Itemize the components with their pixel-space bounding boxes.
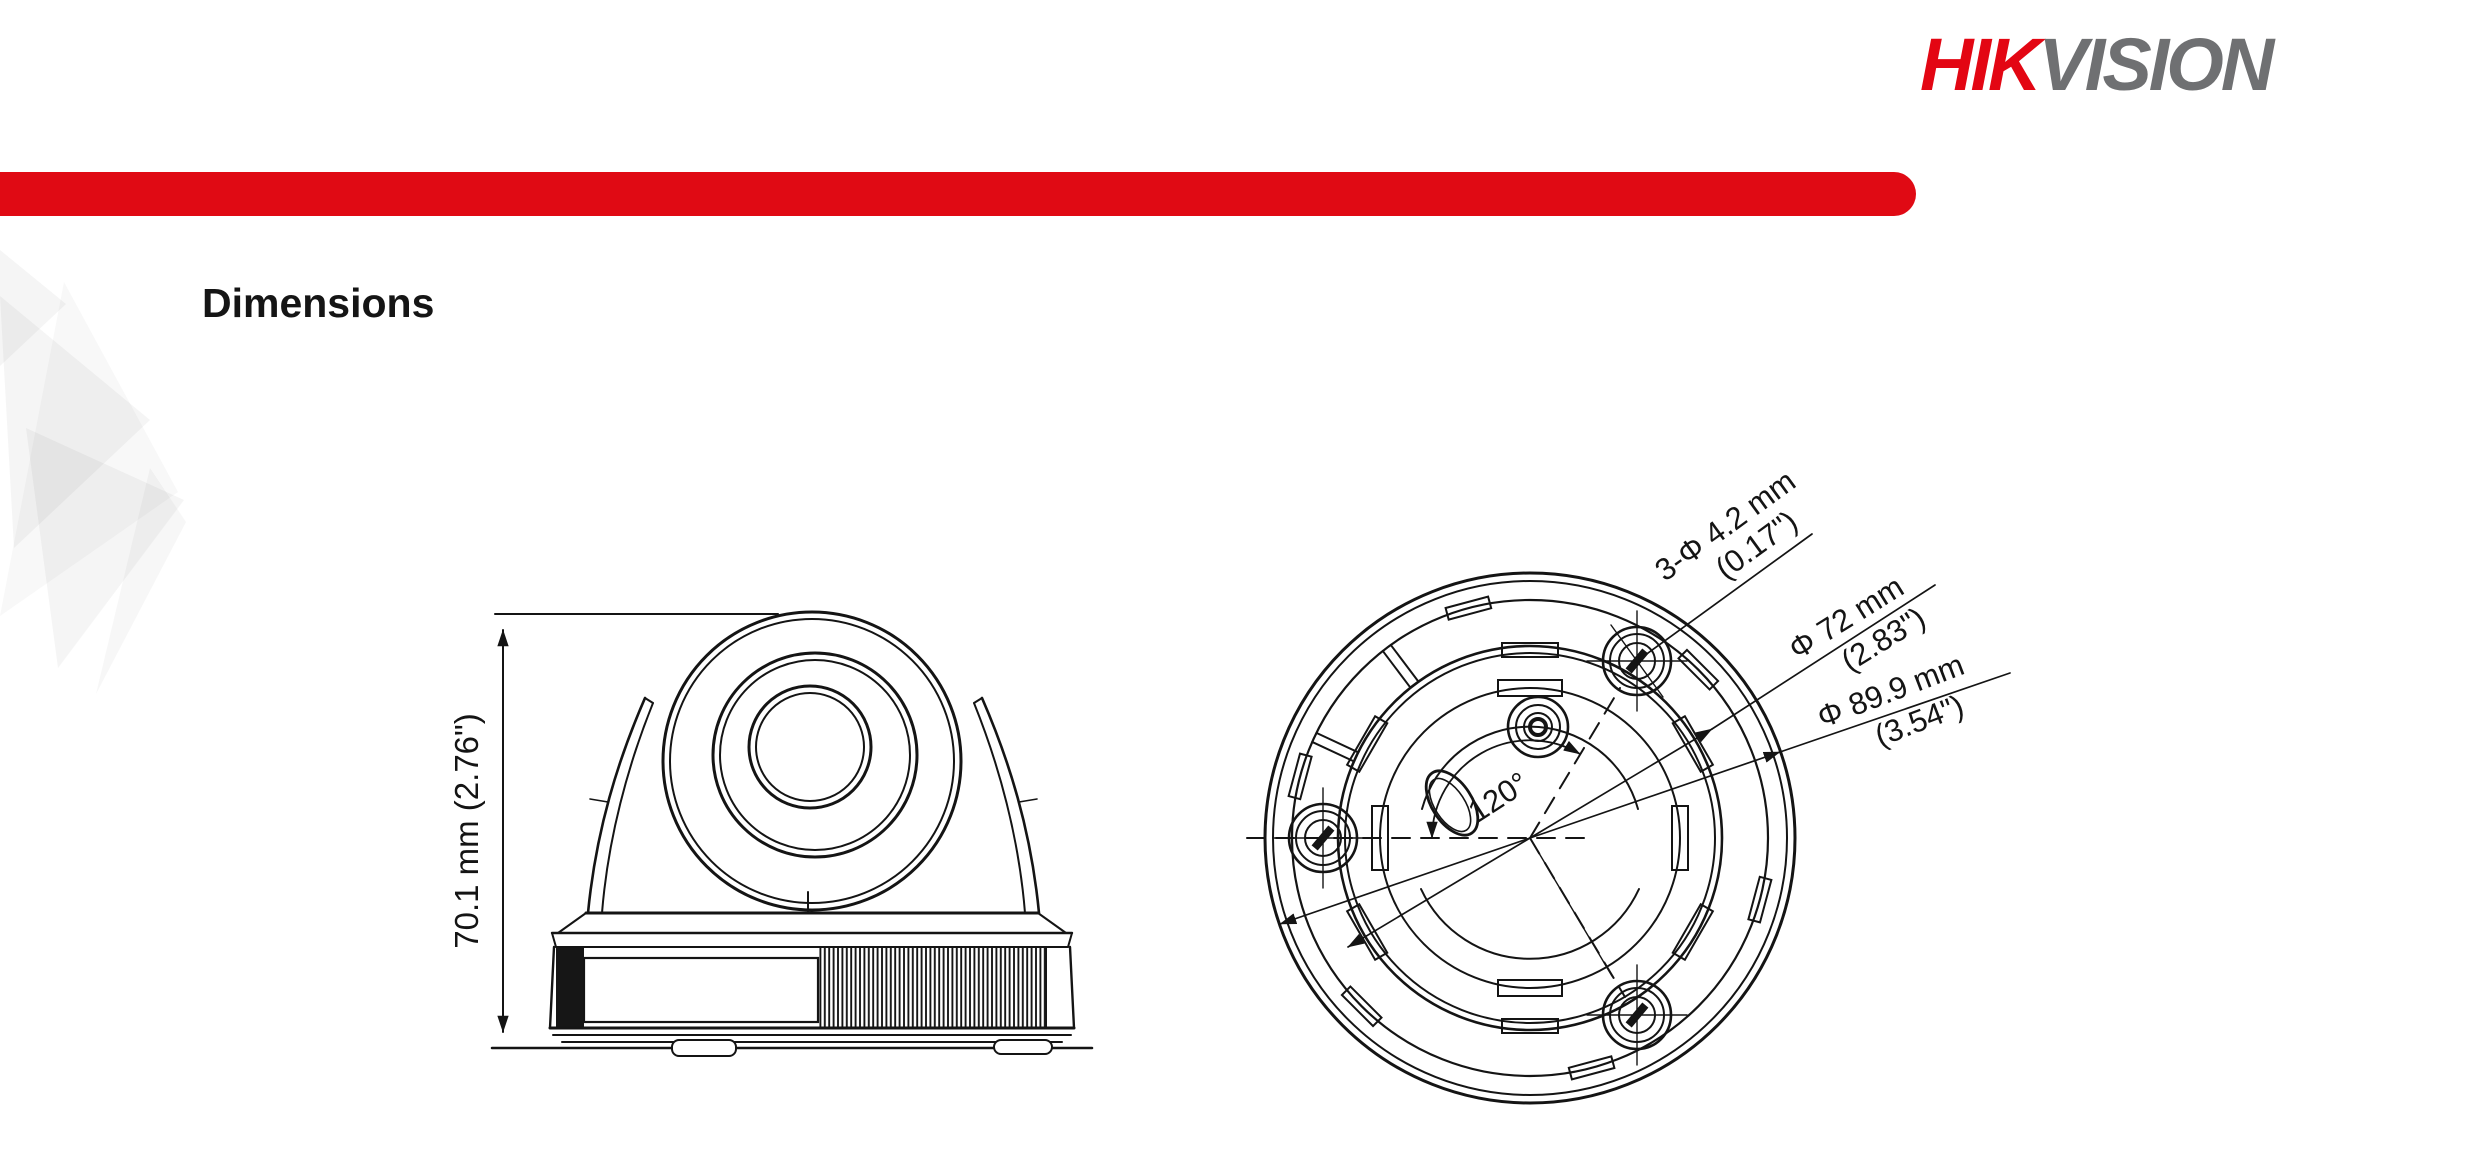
bottom-view-diagram: 120° 3-Φ 4.2 mm (0.17") Φ 72 mm (2.83") … xyxy=(1246,463,2011,1105)
outer-diameter-annotation: Φ 89.9 mm (3.54") xyxy=(1813,647,1969,753)
screw-hole-annotation: 3-Φ 4.2 mm (0.17") xyxy=(1648,463,1804,588)
left-foot xyxy=(671,1039,737,1057)
base-dark-block xyxy=(556,947,584,1028)
dome-outline xyxy=(661,610,963,912)
screw-hole-bottom xyxy=(1585,963,1689,1067)
knurled-ring xyxy=(818,947,1046,1028)
page-title: Dimensions xyxy=(202,280,435,326)
angle-label: 120° xyxy=(1462,765,1535,829)
logo-hik: HIK xyxy=(1920,23,2041,106)
brand-stripe xyxy=(0,172,1916,216)
base-panel xyxy=(582,956,820,1024)
hikvision-logo: HIKVISION xyxy=(1920,22,2274,107)
side-view-diagram: 70.1 mm (2.76") xyxy=(448,610,1094,1057)
angle-arc xyxy=(1426,739,1581,839)
height-dimension-label: 70.1 mm (2.76") xyxy=(448,713,485,948)
right-foot xyxy=(993,1039,1053,1055)
lens-ring xyxy=(747,684,873,810)
watermark-triangles xyxy=(0,250,186,694)
logo-vision: VISION xyxy=(2038,23,2274,106)
